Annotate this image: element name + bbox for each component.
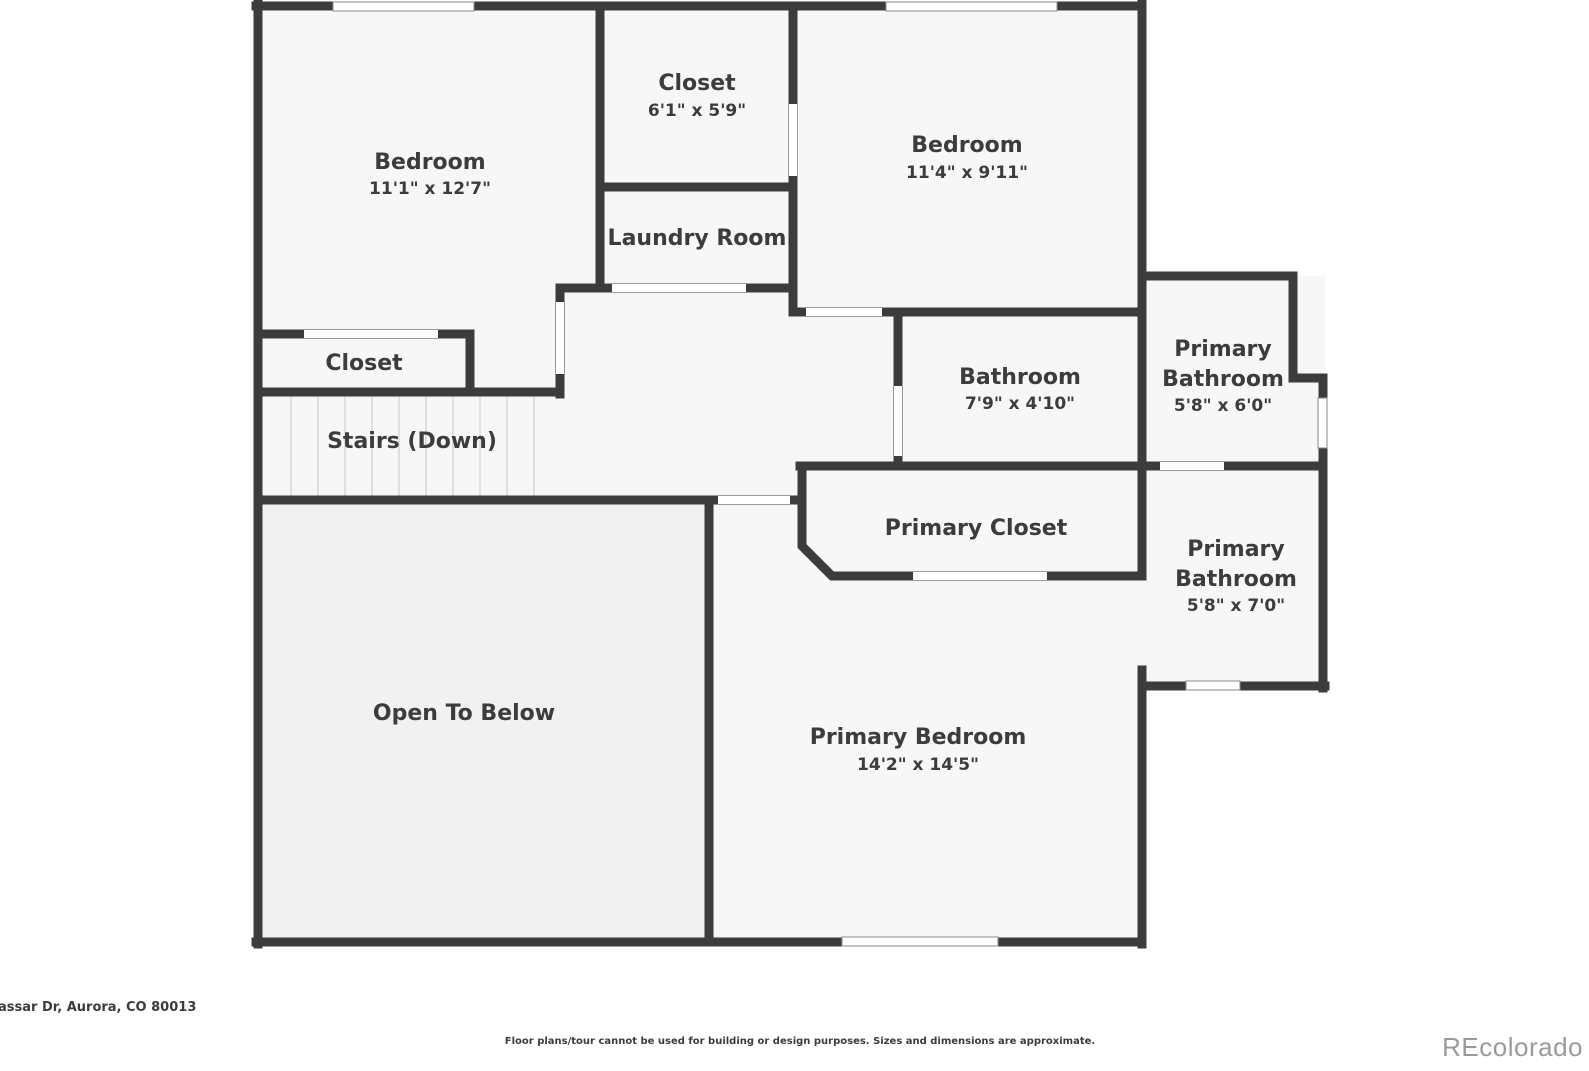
brand-logo: REcolorado [1442, 1032, 1583, 1062]
primary-bath-1-name-line1: Primary [1174, 337, 1271, 362]
bedroom-ne-name: Bedroom [911, 133, 1022, 158]
bedroom-ne-dim: 11'4" x 9'11" [906, 163, 1028, 183]
open-to-below-floor [263, 505, 709, 940]
primary-bedroom-dim: 14'2" x 14'5" [857, 755, 979, 775]
disclaimer-text: Floor plans/tour cannot be used for buil… [504, 1036, 1096, 1047]
primary-bath-2-dim: 5'8" x 7'0" [1187, 596, 1285, 616]
closet-top-name: Closet [658, 71, 736, 96]
primary-bath-2-name-line2: Bathroom [1175, 567, 1297, 592]
property-address: assar Dr, Aurora, CO 80013 [0, 1000, 197, 1015]
bathroom-name: Bathroom [959, 365, 1081, 390]
door-gap [612, 284, 746, 292]
closet-top-dim: 6'1" x 5'9" [648, 101, 746, 121]
door-gap [1160, 462, 1224, 470]
primary-bath-1-name-line2: Bathroom [1162, 367, 1284, 392]
primary-bedroom-name: Primary Bedroom [810, 725, 1027, 750]
door-gap [304, 330, 438, 338]
door-gap [718, 496, 790, 504]
window [1185, 680, 1241, 691]
door-gap [913, 572, 1047, 580]
door-gap [806, 308, 882, 316]
laundry-name: Laundry Room [608, 226, 787, 251]
open-below-name: Open To Below [373, 701, 555, 726]
bedroom-nw-dim: 11'1" x 12'7" [369, 179, 491, 199]
primary-bath-1-dim: 5'8" x 6'0" [1174, 396, 1272, 416]
openings [304, 1, 1328, 947]
stairs-name: Stairs (Down) [327, 429, 497, 454]
closet-small-name: Closet [325, 351, 403, 376]
door-gap [556, 302, 564, 374]
window [885, 1, 1058, 12]
stairs-treads [290, 397, 535, 496]
primary-closet-name: Primary Closet [885, 516, 1068, 541]
door-gap [789, 104, 797, 176]
primary-bath-2-name-line1: Primary [1187, 537, 1284, 562]
window [332, 1, 475, 12]
window [1317, 397, 1328, 449]
window [841, 936, 999, 947]
bedroom-nw-name: Bedroom [374, 150, 485, 175]
bathroom-dim: 7'9" x 4'10" [965, 394, 1075, 414]
room-labels: Bedroom 11'1" x 12'7" Closet 6'1" x 5'9"… [325, 71, 1297, 775]
door-gap [894, 386, 902, 456]
